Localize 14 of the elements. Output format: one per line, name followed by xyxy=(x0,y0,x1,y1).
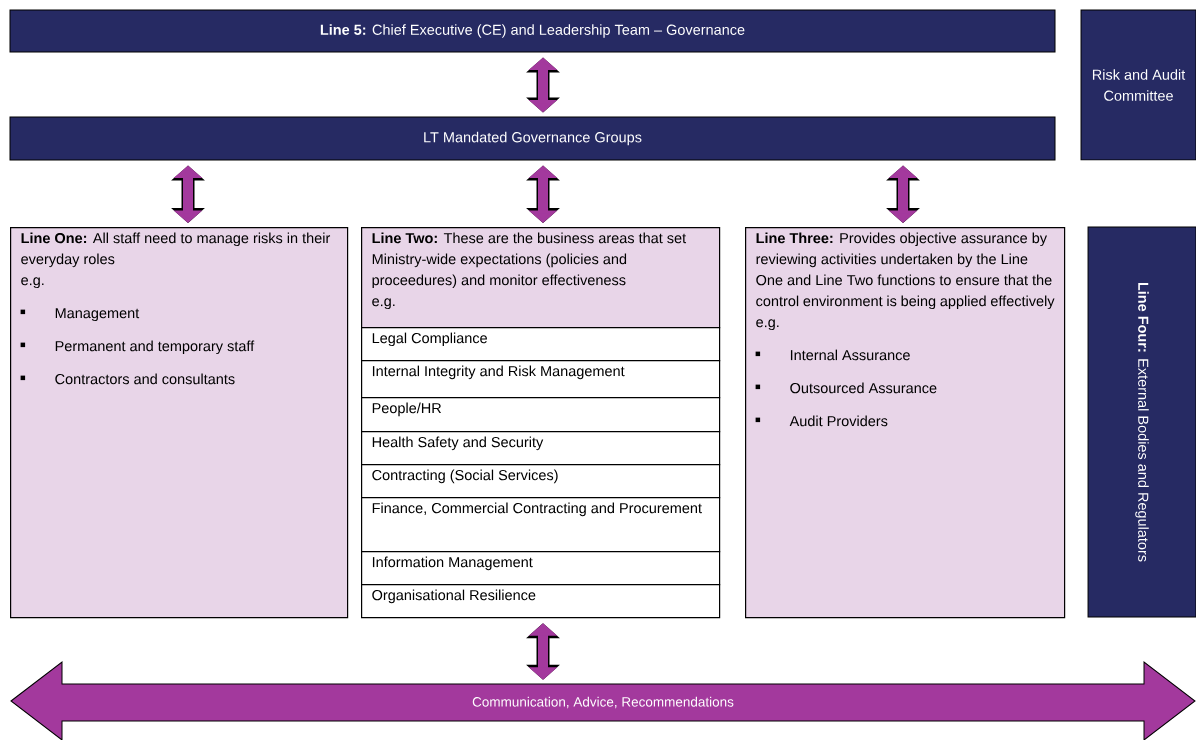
heading-bar: LT Mandated Governance Groups xyxy=(9,116,1056,161)
table-cell: People/HR xyxy=(361,397,721,433)
heading-bar: Line 5: Chief Executive (CE) and Leadership Team – Governance xyxy=(9,9,1056,53)
double-arrow xyxy=(526,623,560,680)
table-cell: Health Safety and Security xyxy=(361,431,721,466)
table-cell: Contracting (Social Services) xyxy=(361,464,721,499)
table-cell: Legal Compliance xyxy=(361,327,721,362)
table-cell: Internal Integrity and Risk Management xyxy=(361,360,721,399)
table-cell: Finance, Commercial Contracting and Procurement xyxy=(361,497,721,553)
committee-box: Risk and Audit Committee xyxy=(1080,9,1196,161)
line-box: Line Four: External Bodies and Regulators xyxy=(1087,226,1196,618)
table-cell: Information Management xyxy=(361,551,721,586)
table-cell: Organisational Resilience xyxy=(361,584,721,619)
double-arrow-band: Communication, Advice, Recommendations xyxy=(10,661,1196,740)
